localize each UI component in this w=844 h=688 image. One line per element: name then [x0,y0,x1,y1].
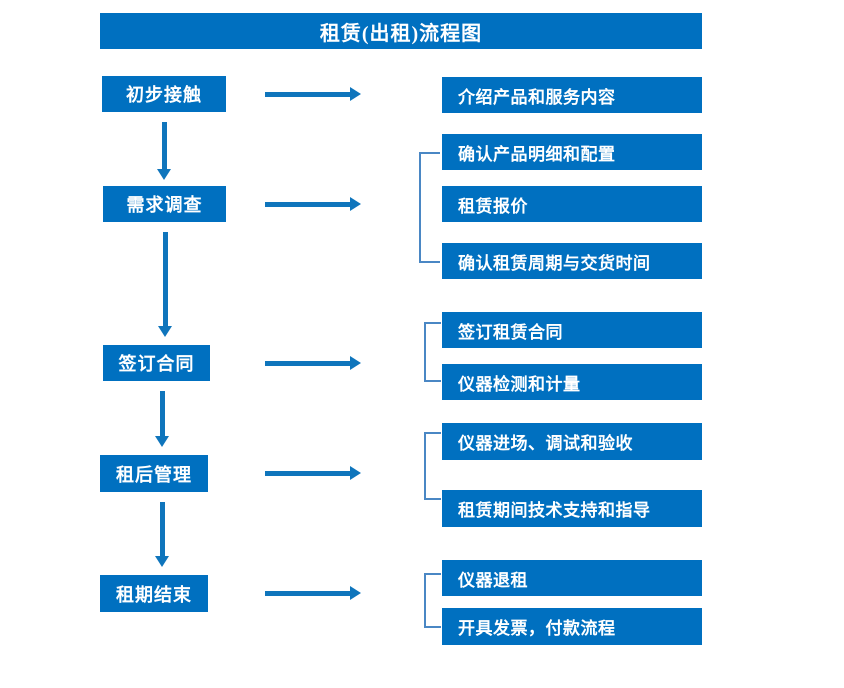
detail-box-2-2[interactable]: 租赁报价 [442,186,702,222]
stage-connector-arrow-4-5 [155,502,169,567]
detail-box-5-1[interactable]: 仪器退租 [442,560,702,596]
detail-arrow-1 [265,87,361,101]
stage-box-2[interactable]: 需求调查 [103,186,226,222]
stage-connector-arrow-3-4 [155,391,169,447]
page-title: 租赁(出租)流程图 [100,13,702,49]
detail-box-1-1[interactable]: 介绍产品和服务内容 [442,77,702,113]
detail-arrow-4 [265,466,361,480]
group-bracket-2 [419,152,440,263]
stage-box-5[interactable]: 租期结束 [100,575,208,612]
detail-box-4-1[interactable]: 仪器进场、调试和验收 [442,423,702,460]
detail-box-2-3[interactable]: 确认租赁周期与交货时间 [442,243,702,279]
detail-box-3-1[interactable]: 签订租赁合同 [442,312,702,348]
detail-box-5-2[interactable]: 开具发票，付款流程 [442,608,702,645]
stage-connector-arrow-1-2 [157,122,171,180]
stage-connector-arrow-2-3 [158,232,172,337]
group-bracket-5 [424,573,441,628]
group-bracket-4 [424,432,441,500]
detail-arrow-2 [265,197,361,211]
detail-arrow-3 [265,356,361,370]
detail-box-4-2[interactable]: 租赁期间技术支持和指导 [442,490,702,527]
stage-box-3[interactable]: 签订合同 [103,345,210,381]
stage-box-1[interactable]: 初步接触 [102,76,226,112]
detail-arrow-5 [265,586,361,600]
detail-box-3-2[interactable]: 仪器检测和计量 [442,364,702,400]
detail-box-2-1[interactable]: 确认产品明细和配置 [442,134,702,170]
stage-box-4[interactable]: 租后管理 [100,455,208,492]
group-bracket-3 [424,322,441,382]
